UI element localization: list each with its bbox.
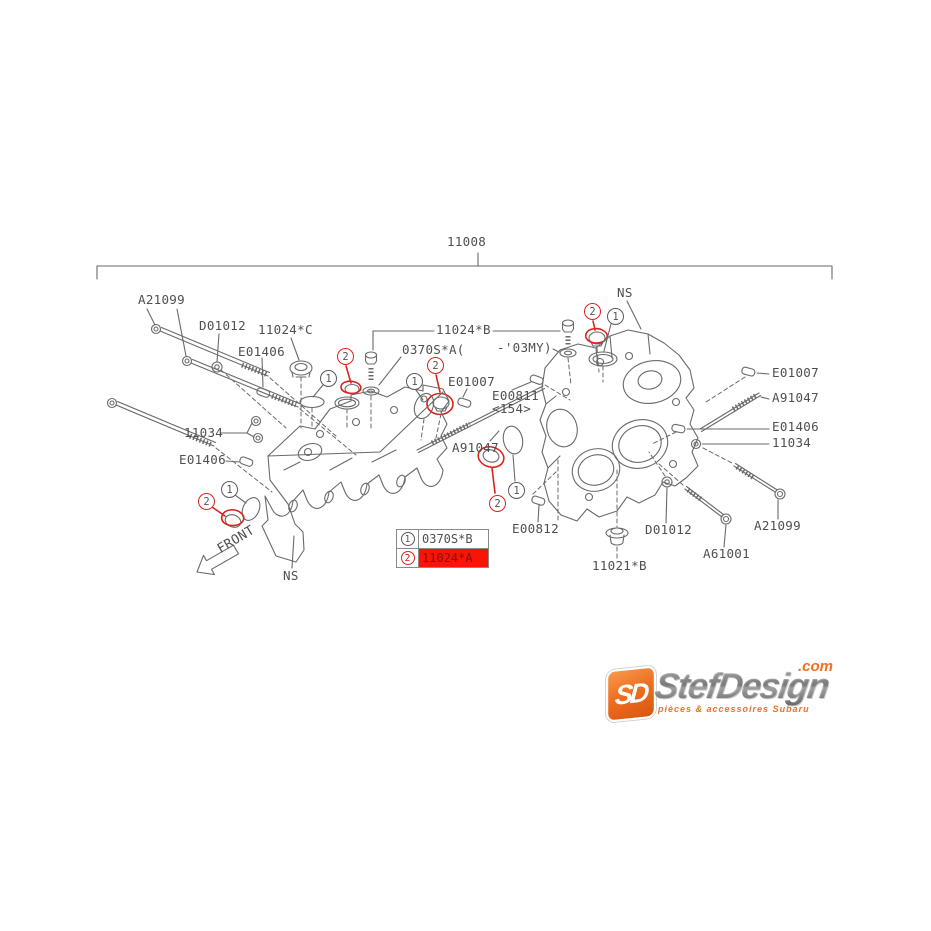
part-label-e00812: E00812 bbox=[512, 521, 559, 536]
callout-2-marker: 2 bbox=[337, 348, 354, 365]
callout-1-marker: 1 bbox=[406, 373, 423, 390]
legend-callout-1: 1 bbox=[400, 532, 415, 546]
part-label-d01012-left: D01012 bbox=[199, 318, 246, 333]
assembly-number-label: 11008 bbox=[447, 234, 487, 249]
legend-row: 2 11024*A bbox=[397, 548, 488, 567]
legend-part-11024a-highlighted: 11024*A bbox=[419, 549, 488, 567]
legend-box: 1 0370S*B 2 11024*A bbox=[396, 529, 489, 568]
part-label-11021b: 11021*B bbox=[592, 558, 647, 573]
part-label-a91047-right: A91047 bbox=[772, 390, 819, 405]
logo-tagline: pièces & accessoires Subaru bbox=[658, 704, 810, 714]
part-label-e00811-qualifier: <154> bbox=[492, 401, 532, 416]
callout-1-marker: 1 bbox=[508, 482, 525, 499]
legend-callout-2: 2 bbox=[400, 551, 415, 565]
part-label-a61001: A61001 bbox=[703, 546, 750, 561]
part-label-e01406-upper-left: E01406 bbox=[238, 344, 285, 359]
legend-part-0370sb: 0370S*B bbox=[422, 532, 473, 546]
part-label-a21099-right: A21099 bbox=[754, 518, 801, 533]
stefdesign-monogram-icon: SD bbox=[606, 665, 656, 723]
callout-2-marker: 2 bbox=[198, 493, 215, 510]
stefdesign-logo: SD StefDesign .com pièces & accessoires … bbox=[598, 658, 873, 730]
ns-label-left: NS bbox=[283, 568, 299, 583]
logo-tld: .com bbox=[798, 658, 834, 675]
part-label-e01406-right: E01406 bbox=[772, 419, 819, 434]
part-label-11034-left: 11034 bbox=[184, 425, 224, 440]
front-direction-arrow bbox=[196, 544, 240, 576]
part-label-11034-right: 11034 bbox=[772, 435, 812, 450]
callout-2-marker: 2 bbox=[584, 303, 601, 320]
legend-row: 1 0370S*B bbox=[397, 530, 488, 548]
part-label-d01012-right: D01012 bbox=[645, 522, 692, 537]
part-label-11024c: 11024*C bbox=[258, 322, 313, 337]
part-label-e01007-right: E01007 bbox=[772, 365, 819, 380]
part-label-0370sa: 0370S*A( bbox=[402, 342, 465, 357]
monogram-text: SD bbox=[614, 676, 648, 711]
ns-label-right: NS bbox=[617, 285, 633, 300]
part-label-e00811: E00811 bbox=[492, 388, 539, 403]
callout-1-marker: 1 bbox=[607, 308, 624, 325]
callout-1-marker: 1 bbox=[320, 370, 337, 387]
part-label-11024b: 11024*B bbox=[436, 322, 491, 337]
model-year-qualifier: -'03MY) bbox=[497, 340, 552, 355]
part-label-a21099-left: A21099 bbox=[138, 292, 185, 307]
part-label-a91047-left: A91047 bbox=[452, 440, 499, 455]
callout-2-marker: 2 bbox=[427, 357, 444, 374]
part-label-e01007-left: E01007 bbox=[448, 374, 495, 389]
callout-2-marker: 2 bbox=[489, 495, 506, 512]
assembly-bracket bbox=[96, 252, 833, 280]
callout-1-marker: 1 bbox=[221, 481, 238, 498]
part-label-e01406-lower-left: E01406 bbox=[179, 452, 226, 467]
